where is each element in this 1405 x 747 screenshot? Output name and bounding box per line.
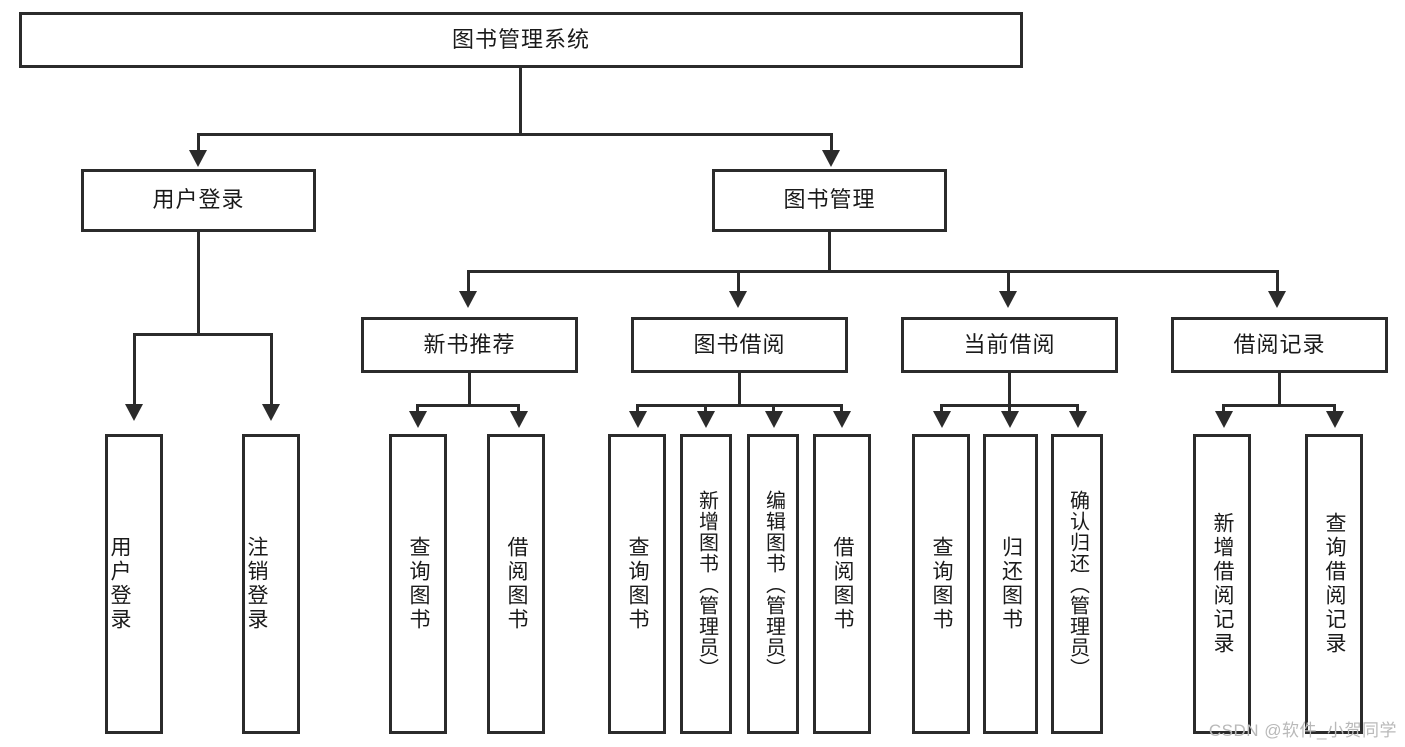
connector-book-borrow-drop-3	[772, 404, 775, 414]
leaf-new-book-borrow[interactable]: 借阅图书	[487, 434, 545, 734]
leaf-user-login[interactable]: 用户登录	[105, 434, 163, 734]
arrow-to-borrow-record	[1268, 291, 1286, 308]
leaf-label: 查询图书	[407, 536, 431, 632]
connector-new-book-drop-1	[416, 404, 419, 414]
connector-user-login-drop-1	[133, 333, 136, 407]
arrow-new-book-leaf-1	[409, 411, 427, 428]
arrow-current-borrow-leaf-2	[1001, 411, 1019, 428]
node-new-book-recommend[interactable]: 新书推荐	[361, 317, 578, 373]
connector-book-mgmt-bar	[467, 270, 1279, 273]
connector-current-borrow-drop-1	[940, 404, 943, 414]
leaf-label: 新增图书（管理员）	[695, 489, 718, 679]
leaf-label: 编辑图书（管理员）	[762, 489, 785, 679]
arrow-book-borrow-leaf-3	[765, 411, 783, 428]
arrow-current-borrow-leaf-1	[933, 411, 951, 428]
connector-borrow-record-stem	[1278, 373, 1281, 407]
connector-book-borrow-stem	[738, 373, 741, 407]
connector-new-book-drop-2	[517, 404, 520, 414]
connector-user-login-bar	[133, 333, 273, 336]
arrow-borrow-record-leaf-1	[1215, 411, 1233, 428]
leaf-label: 用户登录	[108, 536, 132, 632]
connector-book-mgmt-drop-3	[1007, 270, 1010, 294]
leaf-label: 查询图书	[626, 536, 650, 632]
connector-user-login-stem	[197, 232, 200, 335]
arrow-book-borrow-leaf-2	[697, 411, 715, 428]
leaf-logout[interactable]: 注销登录	[242, 434, 300, 734]
connector-book-mgmt-drop-1	[467, 270, 470, 294]
leaf-label: 新增借阅记录	[1211, 512, 1235, 656]
node-label: 借阅记录	[1233, 331, 1326, 357]
leaf-current-query-book[interactable]: 查询图书	[912, 434, 970, 734]
arrow-current-borrow-leaf-3	[1069, 411, 1087, 428]
connector-book-borrow-drop-2	[704, 404, 707, 414]
leaf-record-add[interactable]: 新增借阅记录	[1193, 434, 1251, 734]
connector-borrow-record-bar	[1222, 404, 1336, 407]
connector-book-mgmt-drop-4	[1276, 270, 1279, 294]
leaf-label: 确认归还（管理员）	[1066, 489, 1089, 679]
leaf-label: 借阅图书	[505, 536, 529, 632]
arrow-to-leaf-logout	[262, 404, 280, 421]
node-label: 图书管理系统	[451, 26, 590, 52]
connector-borrow-record-drop-2	[1333, 404, 1336, 414]
arrow-book-borrow-leaf-4	[833, 411, 851, 428]
connector-new-book-bar	[416, 404, 520, 407]
leaf-current-return-book[interactable]: 归还图书	[983, 434, 1038, 734]
node-label: 图书管理	[783, 187, 876, 213]
leaf-current-confirm-return-admin[interactable]: 确认归还（管理员）	[1051, 434, 1103, 734]
leaf-label: 注销登录	[245, 536, 269, 632]
connector-current-borrow-drop-3	[1076, 404, 1079, 414]
leaf-label: 归还图书	[999, 536, 1023, 632]
leaf-label: 查询图书	[930, 536, 954, 632]
connector-user-login-drop-2	[270, 333, 273, 407]
connector-book-borrow-bar	[636, 404, 843, 407]
connector-book-borrow-drop-1	[636, 404, 639, 414]
node-root-system[interactable]: 图书管理系统	[19, 12, 1023, 68]
arrow-root-to-user-login	[189, 150, 207, 167]
arrow-to-book-borrow	[729, 291, 747, 308]
arrow-book-borrow-leaf-1	[629, 411, 647, 428]
arrow-to-new-book-recommend	[459, 291, 477, 308]
leaf-borrow-edit-book-admin[interactable]: 编辑图书（管理员）	[747, 434, 799, 734]
node-borrow-record[interactable]: 借阅记录	[1171, 317, 1388, 373]
connector-book-mgmt-drop-2	[737, 270, 740, 294]
leaf-borrow-query-book[interactable]: 查询图书	[608, 434, 666, 734]
arrow-new-book-leaf-2	[510, 411, 528, 428]
connector-current-borrow-stem	[1008, 373, 1011, 407]
node-current-borrow[interactable]: 当前借阅	[901, 317, 1118, 373]
connector-new-book-stem	[468, 373, 471, 407]
leaf-borrow-add-book-admin[interactable]: 新增图书（管理员）	[680, 434, 732, 734]
arrow-borrow-record-leaf-2	[1326, 411, 1344, 428]
node-user-login[interactable]: 用户登录	[81, 169, 316, 232]
connector-book-mgmt-stem	[828, 232, 831, 272]
node-book-borrow[interactable]: 图书借阅	[631, 317, 848, 373]
node-label: 当前借阅	[963, 331, 1056, 357]
leaf-record-query[interactable]: 查询借阅记录	[1305, 434, 1363, 734]
leaf-new-book-query[interactable]: 查询图书	[389, 434, 447, 734]
connector-book-borrow-drop-4	[840, 404, 843, 414]
connector-borrow-record-drop-1	[1222, 404, 1225, 414]
leaf-borrow-borrow-book[interactable]: 借阅图书	[813, 434, 871, 734]
node-book-management[interactable]: 图书管理	[712, 169, 947, 232]
connector-root-stem	[519, 68, 522, 135]
connector-root-to-user-login	[197, 133, 200, 154]
arrow-root-to-book-mgmt	[822, 150, 840, 167]
connector-current-borrow-drop-2	[1008, 404, 1011, 414]
node-label: 图书借阅	[693, 331, 786, 357]
node-label: 新书推荐	[423, 331, 516, 357]
arrow-to-leaf-user-login	[125, 404, 143, 421]
arrow-to-current-borrow	[999, 291, 1017, 308]
node-label: 用户登录	[152, 187, 245, 213]
leaf-label: 查询借阅记录	[1323, 512, 1347, 656]
leaf-label: 借阅图书	[831, 536, 855, 632]
connector-root-to-book-mgmt	[830, 133, 833, 154]
connector-root-bar	[197, 133, 833, 136]
